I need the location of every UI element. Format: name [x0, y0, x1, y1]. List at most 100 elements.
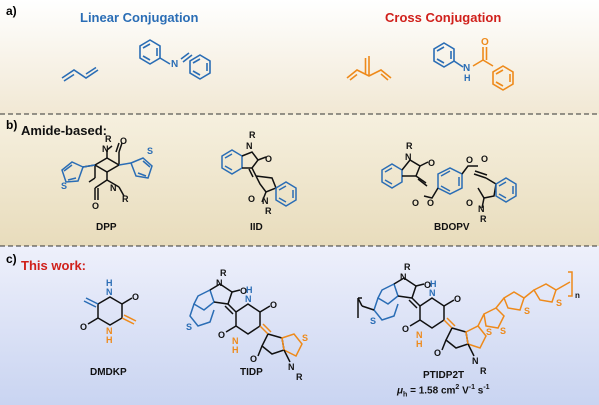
tidp-nitrogen-dkp-top: N: [245, 294, 252, 304]
ptidp2t-oxygen-top: O: [424, 280, 431, 290]
mobility-symbol: μ: [397, 385, 404, 397]
iid-nitrogen-top: N: [246, 141, 253, 151]
tidp-structure: [189, 283, 303, 363]
bdopv-structure: [381, 159, 517, 209]
tidp-sulfur-left: S: [186, 322, 192, 332]
bdopv-nitrogen-bottom: N: [478, 204, 485, 214]
dmdkp-hydrogen-top: H: [106, 278, 113, 288]
mobility-exp-1: 2: [455, 384, 460, 391]
ptidp2t-sulfur-thiophene-3: S: [556, 298, 562, 308]
ptidp2t-nitrogen-dkp-bottom: N: [416, 330, 423, 340]
bdopv-r-top: R: [406, 141, 413, 151]
compound-label-dpp: DPP: [96, 222, 117, 233]
tidp-nitrogen-top: N: [216, 278, 223, 288]
bdopv-oxygen-bottom-left: O: [412, 198, 419, 208]
benzanilide-hydrogen: H: [464, 73, 471, 83]
imine-structure: [139, 39, 211, 80]
ptidp2t-structure: [357, 271, 573, 357]
hole-mobility-value: μh = 1.58 cm2 V-1 s-1: [397, 384, 490, 398]
bdopv-oxygen-ring-bottom: O: [427, 198, 434, 208]
iid-r-top: R: [249, 130, 256, 140]
tidp-hydrogen-dkp-bottom: H: [232, 345, 239, 355]
tidp-oxygen-top: O: [240, 286, 247, 296]
ptidp2t-nitrogen-bottom: N: [472, 356, 479, 366]
tidp-nitrogen-dkp-bottom: N: [232, 336, 239, 346]
iid-oxygen-top: O: [265, 154, 272, 164]
tidp-r-top: R: [220, 268, 227, 278]
imine-nitrogen: N: [171, 59, 178, 70]
cross-conjugated-triene-structure: [346, 56, 392, 81]
compound-label-iid: IID: [250, 222, 263, 233]
dpp-oxygen-top: O: [120, 136, 127, 146]
bdopv-oxygen-top-right: O: [481, 154, 488, 164]
dpp-oxygen-bottom: O: [92, 201, 99, 211]
dpp-sulfur-left: S: [61, 181, 67, 191]
tidp-sulfur-right: S: [302, 333, 308, 343]
amide-based-title: Amide-based:: [21, 123, 107, 138]
tidp-hydrogen-dkp-top: H: [246, 285, 253, 295]
ptidp2t-nitrogen-top: N: [400, 272, 407, 282]
ptidp2t-r-bottom: R: [480, 366, 487, 376]
panel-c-label: c): [6, 252, 17, 266]
benzanilide-nitrogen: N: [463, 63, 470, 74]
dmdkp-nitrogen-top: N: [106, 287, 113, 297]
compound-label-bdopv: BDOPV: [434, 222, 470, 233]
panel-b-label: b): [6, 118, 18, 132]
compound-label-ptidp2t: PTIDP2T: [423, 370, 465, 381]
dpp-nitrogen-top: N: [102, 144, 109, 154]
dpp-nitrogen-bottom: N: [110, 183, 117, 193]
panel-b-background: [0, 114, 599, 246]
panel-a-background: [0, 0, 599, 114]
tidp-oxygen-dkp-left: O: [218, 330, 225, 340]
ptidp2t-r-top: R: [404, 262, 411, 272]
bdopv-r-bottom: R: [480, 214, 487, 224]
ptidp2t-sulfur-core: S: [486, 327, 492, 337]
dpp-r-top: R: [105, 134, 112, 144]
bdopv-oxygen-ring-top: O: [466, 155, 473, 165]
iid-r-bottom: R: [265, 206, 272, 216]
dmdkp-hydrogen-bottom: H: [106, 335, 113, 345]
iid-structure: [221, 149, 297, 207]
ptidp2t-hydrogen-dkp-top: H: [430, 279, 437, 289]
dpp-sulfur-right: S: [147, 146, 153, 156]
mobility-exp-3: -1: [483, 384, 490, 391]
ptidp2t-sulfur-thiophene-1: S: [500, 326, 506, 336]
tidp-oxygen-bottom: O: [250, 354, 257, 364]
ptidp2t-oxygen-bottom: O: [434, 348, 441, 358]
dpp-core-structure: [82, 142, 125, 200]
tidp-oxygen-dkp-right: O: [270, 300, 277, 310]
ptidp2t-hydrogen-dkp-bottom: H: [416, 339, 423, 349]
iid-nitrogen-bottom: N: [262, 196, 269, 206]
dmdkp-nitrogen-bottom: N: [106, 326, 113, 336]
cross-conjugation-title: Cross Conjugation: [385, 10, 502, 25]
iid-oxygen-bottom: O: [248, 194, 255, 204]
dmdkp-structure: [83, 296, 137, 326]
this-work-title: This work:: [21, 258, 87, 273]
dmdkp-oxygen-top: O: [132, 292, 139, 302]
dpp-thiophene-right: [118, 157, 153, 179]
compound-label-tidp: TIDP: [240, 367, 263, 378]
bdopv-oxygen-bottom-right: O: [466, 198, 473, 208]
bdopv-nitrogen-top: N: [405, 152, 412, 162]
benzanilide-oxygen: O: [481, 37, 489, 48]
linear-conjugation-title: Linear Conjugation: [80, 10, 199, 25]
ptidp2t-sulfur-left: S: [370, 316, 376, 326]
ptidp2t-oxygen-dkp-right: O: [454, 294, 461, 304]
panel-a-label: a): [6, 4, 17, 18]
butadiene-structure: [61, 66, 99, 82]
ptidp2t-repeat-n: n: [575, 291, 580, 300]
mobility-unit-s: s: [475, 385, 484, 397]
tidp-r-bottom: R: [296, 372, 303, 382]
dpp-r-bottom: R: [122, 194, 129, 204]
mobility-subscript: h: [403, 391, 408, 399]
compound-label-dmdkp: DMDKP: [90, 367, 127, 378]
mobility-exp-2: -1: [468, 384, 475, 391]
ptidp2t-sulfur-thiophene-2: S: [524, 306, 530, 316]
ptidp2t-nitrogen-dkp-top: N: [429, 288, 436, 298]
mobility-number: = 1.58 cm: [407, 385, 456, 397]
dmdkp-oxygen-bottom: O: [80, 322, 87, 332]
ptidp2t-oxygen-dkp-left: O: [402, 324, 409, 334]
tidp-nitrogen-bottom: N: [288, 362, 295, 372]
